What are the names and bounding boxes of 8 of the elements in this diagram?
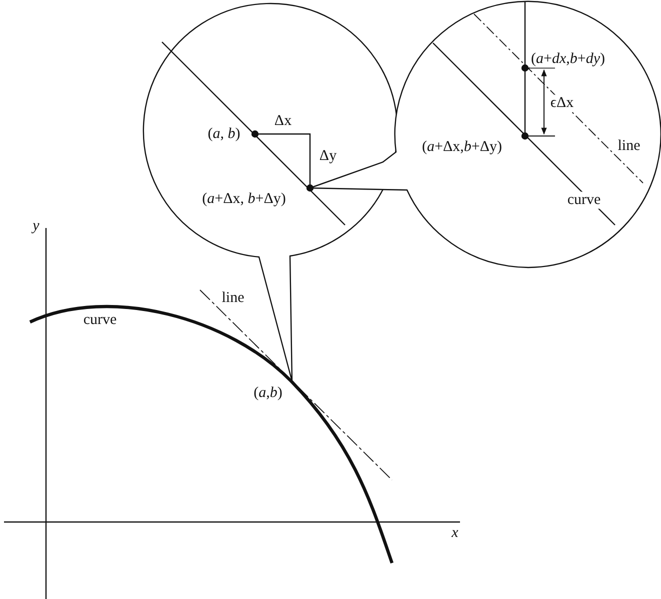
point-label: (a, b) [206,126,242,142]
point-label: (a+Δx,b+Δy) [421,138,503,156]
error-label: ϵΔx [549,94,575,112]
point-label: (a+Δx, b+Δy) [201,190,287,208]
delta-y-label: Δy [318,148,338,164]
point-label: (a+dx,b+dy) [530,50,606,68]
point-label: (a,b) [252,384,284,402]
curve-label: curve [566,192,602,208]
